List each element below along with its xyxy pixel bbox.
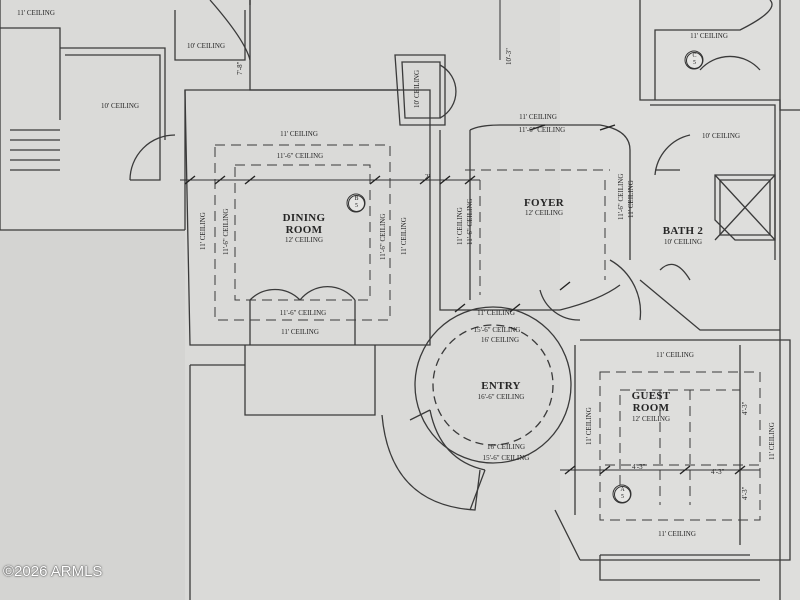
dimension-label: 4'-3" [741,401,749,415]
section-marker: B 5 [348,195,365,212]
ceiling-note: 11' CEILING [280,130,318,138]
dining-room-title: DINING ROOM [282,212,326,236]
ceiling-note: 11' CEILING [585,407,593,445]
ceiling-note: 11' CEILING [456,207,464,245]
ceiling-note: 11' CEILING [400,217,408,255]
dimension-label: 4'-3" [632,463,646,471]
ceiling-note: 11' CEILING [477,309,515,317]
entry-ceiling: 16'-6" CEILING [477,393,525,401]
ceiling-note: 11' CEILING [627,180,635,218]
foyer-ceiling: 12' CEILING [524,209,564,217]
ceiling-note: 11' CEILING [17,9,55,17]
dimension-label: 4'-3" [711,468,725,476]
dimension-label: 2' [425,173,430,181]
ceiling-note: 10' CEILING [701,132,741,140]
ceiling-note: 11'-6" CEILING [279,309,327,317]
ceiling-note: 11'-6" CEILING [222,208,230,255]
dimension-label: 4'-3" [741,486,749,500]
ceiling-note: 11' CEILING [690,32,728,40]
copyright-watermark: ©2026 ARMLS [3,563,103,580]
ceiling-note: 16' CEILING [480,336,520,344]
ceiling-note: 11' CEILING [768,422,776,460]
dimension-label: 10'-3" [505,48,513,65]
guest-room-title: GUEST ROOM [631,390,671,414]
ceiling-note: 11'-6" CEILING [379,213,387,260]
ceiling-note: 11'-6" CEILING [518,126,566,134]
ceiling-note: 15'-6" CEILING [473,326,521,334]
ceiling-note: 15'-6" CEILING [482,454,530,462]
section-marker: C 5 [686,52,703,69]
ceiling-note: 11'-6" CEILING [466,198,474,245]
ceiling-note: 10' CEILING [186,42,226,50]
dining-room-ceiling: 12' CEILING [284,236,324,244]
ceiling-note: 11'-6" CEILING [617,173,625,220]
ceiling-note: 16' CEILING [486,443,526,451]
ceiling-note: 11' CEILING [658,530,696,538]
ceiling-note: 11' CEILING [656,351,694,359]
ceiling-note: 10' CEILING [413,69,421,108]
bath-2-ceiling: 10' CEILING [663,238,703,246]
entry-title: ENTRY [481,380,521,392]
ceiling-note: 11'-6" CEILING [276,152,324,160]
guest-room-ceiling: 12' CEILING [631,415,671,423]
bath-2-title: BATH 2 [662,225,704,237]
dimension-label: 7'-8" [236,61,244,75]
section-marker: A 5 [614,486,631,503]
ceiling-note: 10' CEILING [100,102,140,110]
ceiling-note: 11' CEILING [199,212,207,250]
ceiling-note: 11' CEILING [519,113,557,121]
foyer-title: FOYER [524,197,564,209]
ceiling-note: 11' CEILING [281,328,319,336]
